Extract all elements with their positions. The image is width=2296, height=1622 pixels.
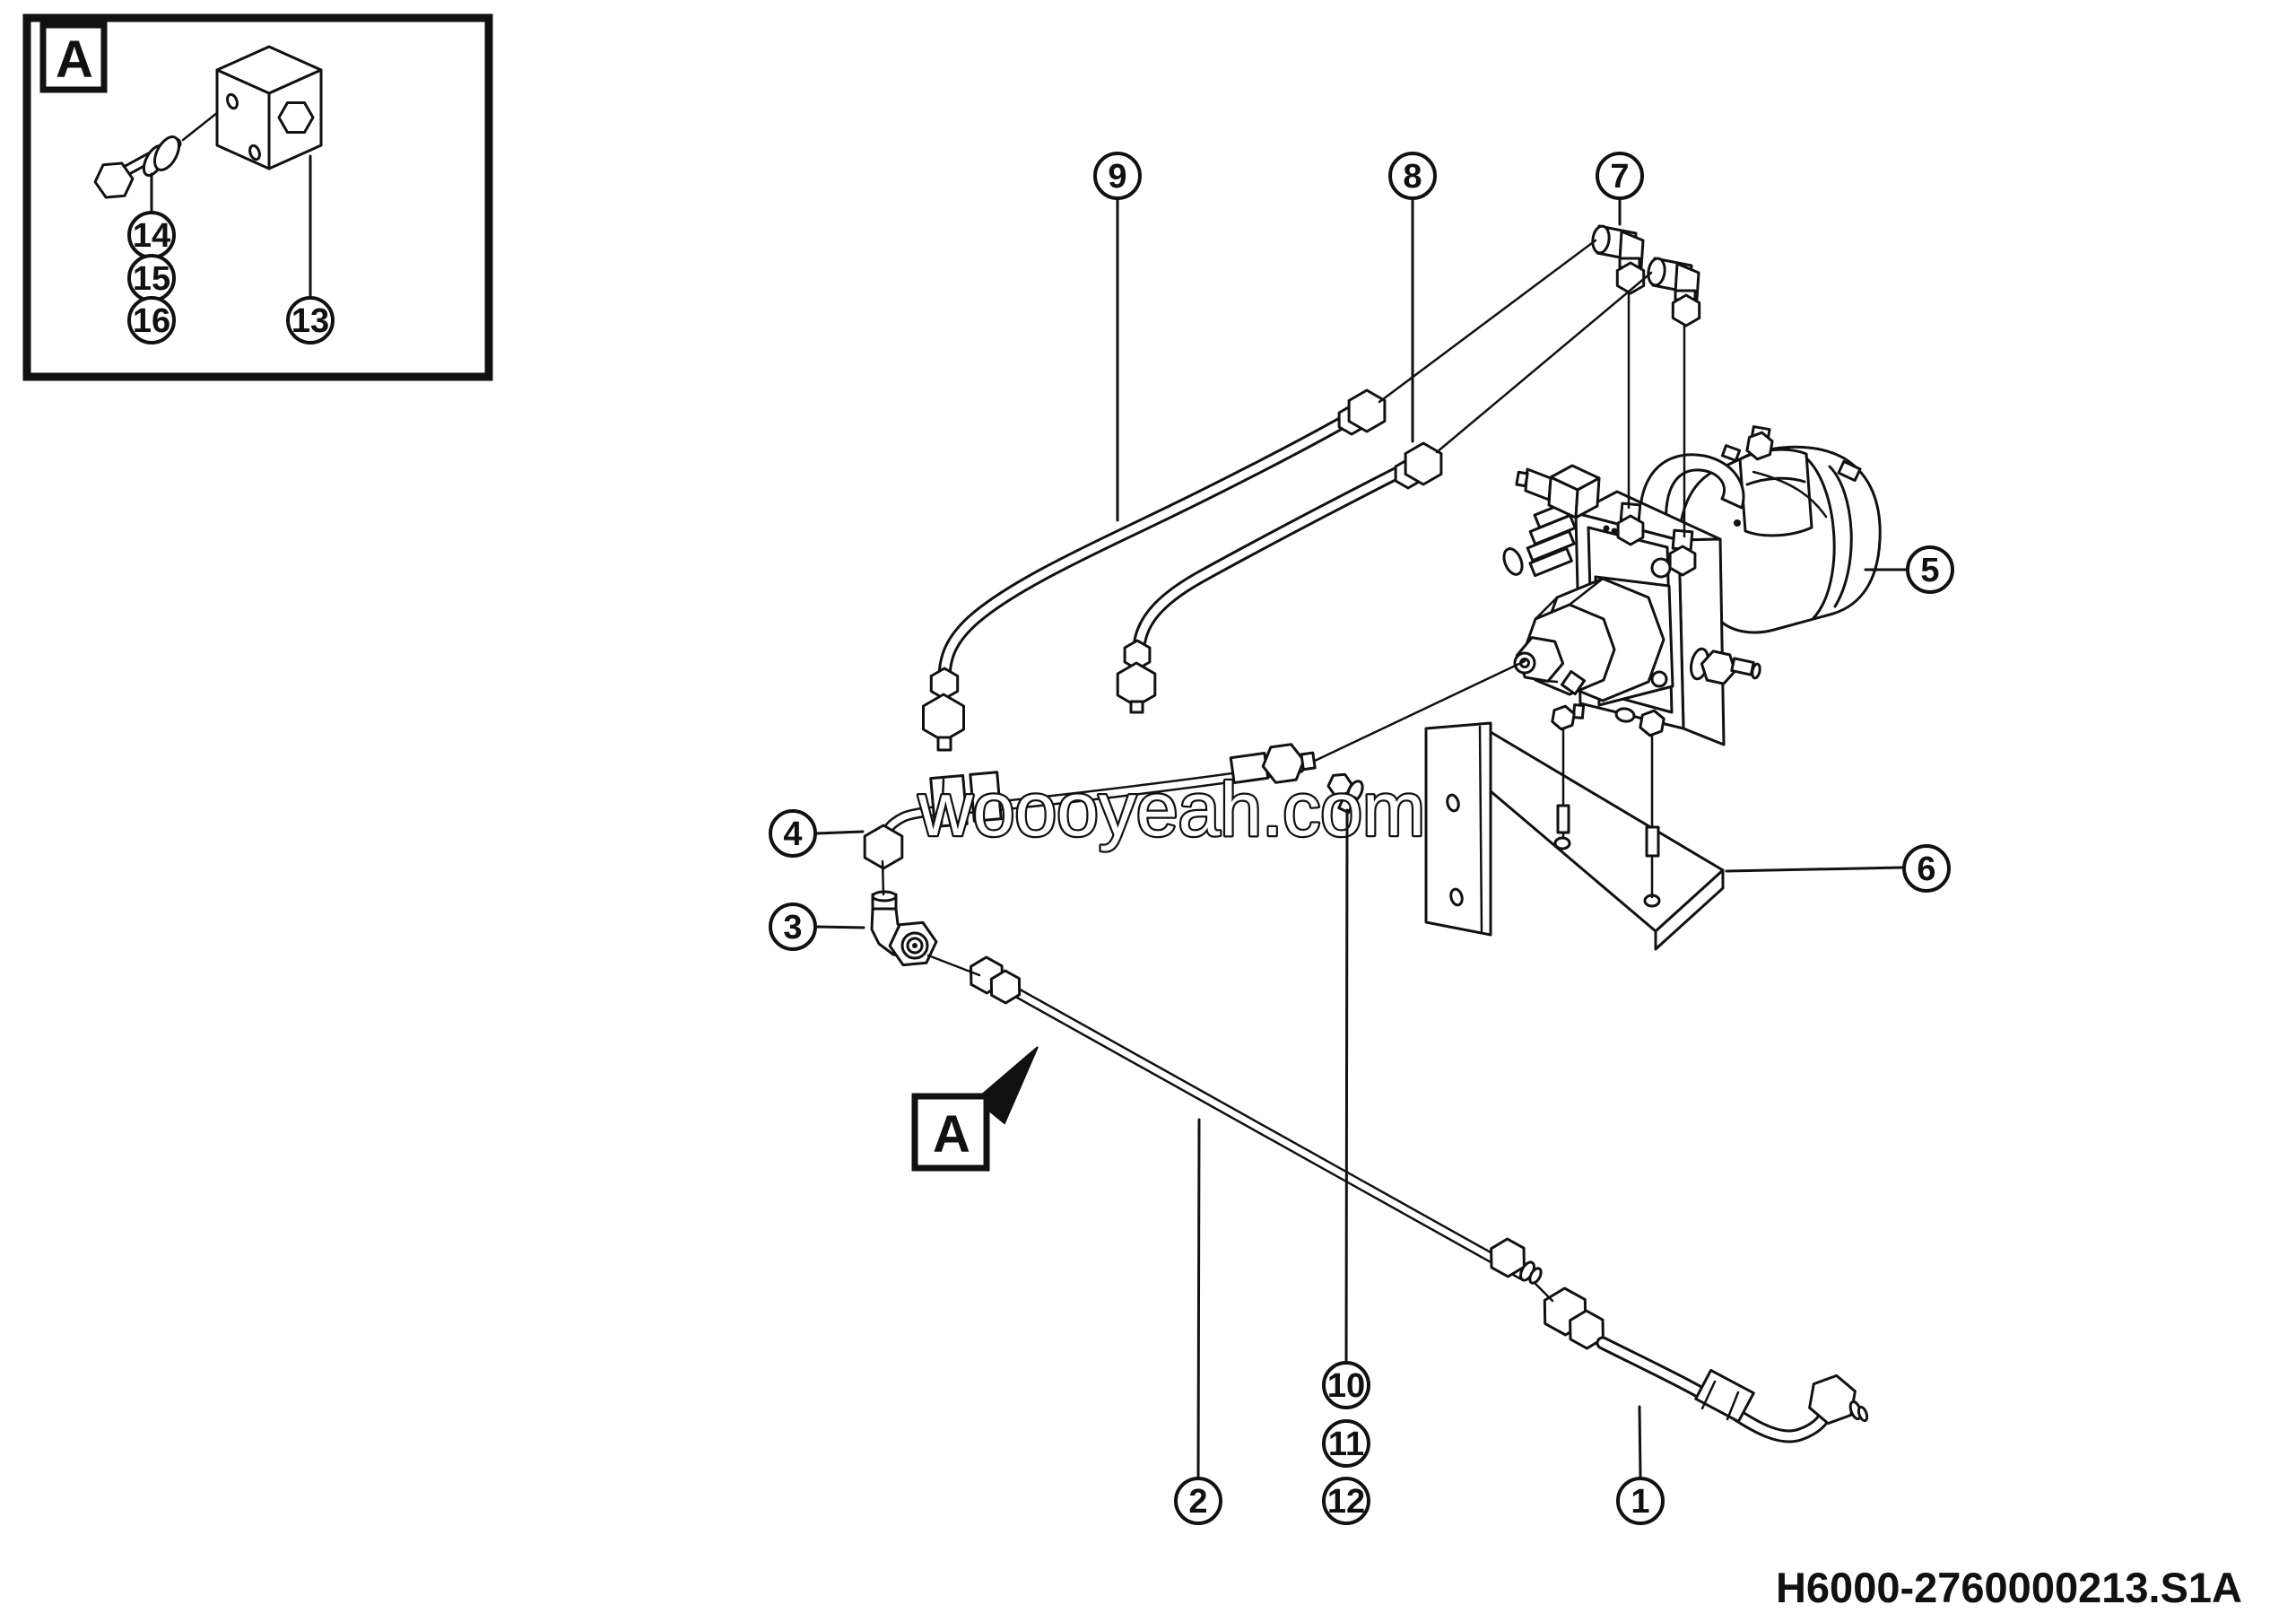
inset-label: A	[56, 31, 93, 89]
solenoid-valve	[1502, 464, 1601, 578]
callout-10: 10	[1322, 808, 1370, 1409]
callout-5: 5	[1864, 545, 1954, 594]
inset-label-box	[39, 22, 108, 93]
callout-12-balloon	[1322, 1477, 1370, 1525]
callout-7: 7	[1596, 152, 1644, 226]
callout-12: 12	[1322, 1477, 1370, 1525]
watermark-text: woooyeah.com	[918, 767, 1425, 851]
tube-clamp-1	[929, 774, 969, 828]
elbow-fitting-7	[1591, 224, 1646, 295]
elbow-fitting-3	[870, 890, 938, 967]
callout-11: 11	[1322, 1419, 1370, 1468]
callout-2: 2	[1174, 1118, 1222, 1525]
callout-11-number: 11	[1328, 1426, 1364, 1463]
callout-13-number: 13	[291, 302, 329, 340]
callout-4-leader	[814, 830, 865, 835]
callout-13-balloon	[286, 296, 335, 344]
callout-16-balloon	[127, 296, 176, 344]
callout-5-balloon	[1906, 545, 1954, 594]
callout-4-number: 4	[783, 815, 802, 853]
callout-1-number: 1	[1631, 1483, 1649, 1521]
callout-10-number: 10	[1327, 1367, 1365, 1405]
callout-2-leader	[1196, 1118, 1201, 1478]
callout-9-number: 9	[1108, 158, 1126, 196]
hose-9	[922, 388, 1387, 752]
callout-2-balloon	[1174, 1477, 1222, 1525]
callout-1: 1	[1616, 1405, 1665, 1525]
mounting-studs	[1551, 704, 1665, 899]
elbow-fitting-7b	[1645, 256, 1701, 327]
callout-16-number: 16	[133, 302, 170, 340]
callout-15: 15	[127, 254, 176, 302]
callout-6-balloon	[1902, 844, 1951, 893]
callout-10-leader	[1344, 808, 1349, 1363]
manifold-top-ports	[1616, 501, 1697, 577]
callout-16: 16	[127, 296, 176, 344]
detail-marker-label: A	[933, 1105, 970, 1164]
pump-motor-assembly	[1502, 425, 1882, 746]
tube-clamp-2	[969, 771, 1003, 823]
callout-8-balloon	[1388, 152, 1437, 200]
callout-6-number: 6	[1917, 850, 1935, 888]
drawing-number: H6000-2760000213.S1A	[1776, 1564, 2242, 1611]
detail-marker-wedge	[974, 1046, 1039, 1125]
callout-3-number: 3	[783, 909, 802, 946]
callout-1-balloon	[1616, 1477, 1665, 1525]
callout-10-balloon	[1322, 1361, 1370, 1409]
callout-2-number: 2	[1188, 1483, 1207, 1521]
callout-5-number: 5	[1920, 552, 1939, 589]
fitting-10-11-12	[1326, 772, 1364, 815]
detail-marker-box	[911, 1093, 990, 1172]
callout-3-balloon	[769, 903, 817, 951]
side-port-fitting	[1690, 647, 1761, 685]
inset-detail-box: A	[22, 13, 493, 381]
inset-bolt	[93, 100, 232, 199]
callout-11-balloon	[1322, 1419, 1370, 1468]
callout-9-balloon	[1093, 152, 1142, 200]
mounting-bracket	[1424, 721, 1725, 951]
callout-3-leader	[814, 925, 865, 929]
callout-13: 13	[286, 154, 335, 344]
callout-6: 6	[1725, 844, 1951, 893]
callout-1-leader	[1638, 1405, 1642, 1478]
gear-pump	[1513, 575, 1674, 719]
callout-9: 9	[1093, 152, 1142, 522]
hose-1	[1543, 1286, 1869, 1443]
callout-7-balloon	[1596, 152, 1644, 200]
callout-14-number: 14	[133, 217, 170, 255]
callout-3: 3	[769, 903, 865, 951]
assembly-axis-lines	[881, 239, 1653, 1303]
hose-8	[1116, 441, 1443, 714]
straight-tube-2	[970, 955, 1543, 1285]
inset-block	[215, 45, 323, 170]
callout-14: 14	[127, 172, 176, 259]
detail-marker-a: A	[911, 1046, 1039, 1172]
callout-4: 4	[769, 809, 865, 858]
callout-6-leader	[1725, 866, 1904, 873]
callout-8-number: 8	[1403, 158, 1422, 196]
callout-8: 8	[1388, 152, 1437, 443]
callout-15-number: 15	[133, 260, 170, 298]
callout-12-number: 12	[1327, 1483, 1365, 1521]
callout-4-balloon	[769, 809, 817, 858]
callout-7-number: 7	[1610, 158, 1629, 196]
